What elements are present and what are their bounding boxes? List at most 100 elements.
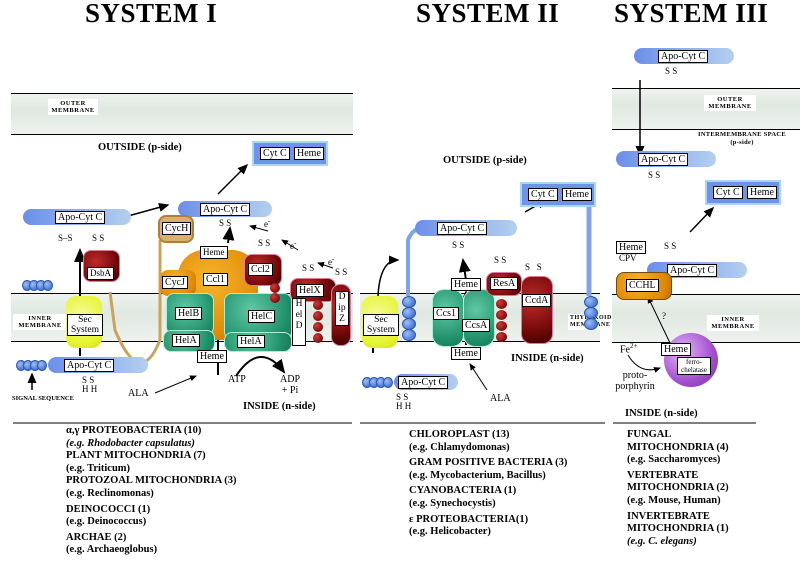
sec-system-label: Sec System xyxy=(363,314,399,336)
helx-helix-bead xyxy=(313,322,323,332)
organism-example: (e.g. Archaeoglobus) xyxy=(66,544,158,556)
system-2-inside-label: INSIDE (n-side) xyxy=(511,353,584,364)
system-2-sec-system: Sec System xyxy=(362,296,399,348)
helx-label: HelX xyxy=(296,284,324,297)
system-3-cytc-product: Cyt C Heme xyxy=(705,180,781,205)
ala-label: ALA xyxy=(128,388,149,399)
organism-group: DEINOCOCCI (1) xyxy=(66,503,151,515)
ccsa-label: CcsA xyxy=(462,319,491,332)
arrow-apo-to-cytc-1 xyxy=(217,163,249,195)
resa-helix-bead xyxy=(496,299,507,309)
dsba-label: DsbA xyxy=(87,267,115,280)
pi-label: + Pi xyxy=(281,385,299,396)
heme-label-cchl: Heme xyxy=(616,241,646,254)
s-pair: S S xyxy=(664,241,677,251)
question-mark: ? xyxy=(662,311,666,321)
signal-bead xyxy=(383,377,393,388)
system-2-outside-label: OUTSIDE (p-side) xyxy=(443,155,527,166)
system-2-title: SYSTEM II xyxy=(416,0,560,28)
hela-label: HelA xyxy=(237,335,265,348)
system-1-apo-cytc-mid: Apo-Cyt C xyxy=(178,201,272,217)
system-1-apo-cytc-outside: Apo-Cyt C xyxy=(23,209,131,225)
organism-example: (e.g. Reclinomonas) xyxy=(66,487,154,499)
cycj-protein: CycJ xyxy=(160,270,196,296)
system-1-title: SYSTEM I xyxy=(85,0,218,28)
s-pair: S S xyxy=(258,238,271,248)
organism-example: (e.g. Deinococcus) xyxy=(66,516,147,528)
system-3-apo-cytc-top: Apo-Cyt C xyxy=(634,48,734,64)
signal-bead xyxy=(37,360,47,371)
arrow-heme-up-2 xyxy=(458,258,471,281)
hela-protein-2: HelA xyxy=(224,332,292,352)
cytc-label: Cyt C xyxy=(713,186,743,199)
ccsa-protein: CcsA xyxy=(462,289,495,347)
organism-example: (e.g. C. elegans) xyxy=(627,535,697,547)
organism-example: (e.g. Mycobacterium, Bacillus) xyxy=(409,469,546,481)
apo-cytc-label: Apo-Cyt C xyxy=(55,211,106,224)
heme-label: Heme xyxy=(747,186,777,199)
s-pair: S S xyxy=(494,255,507,265)
heme-label: Heme xyxy=(200,246,228,259)
helx-helix-bead xyxy=(313,311,323,321)
apo-cytc-label: Apo-Cyt C xyxy=(437,222,488,235)
resa-helix-bead xyxy=(496,310,507,320)
resa-protein: ResA xyxy=(486,272,522,296)
adp-label: ADP xyxy=(280,374,301,385)
system-1-organism-list: α,γ PROTEOBACTERIA (10) (e.g. Rhodobacte… xyxy=(66,425,356,557)
organism-example: (e.g. Chlamydomonas) xyxy=(409,441,510,453)
system-2-organism-list: CHLOROPLAST (13) (e.g. Chlamydomonas) GR… xyxy=(409,429,609,539)
s-pair: S S xyxy=(219,218,232,228)
s-pair: S S xyxy=(665,66,678,76)
cych-protein: CycH xyxy=(158,215,194,243)
heme-label-ferro: Heme xyxy=(661,343,691,356)
resa-helix-bead xyxy=(496,321,507,331)
helc-label: HelC xyxy=(248,310,276,323)
fe2-label: Fe2+ xyxy=(620,342,638,356)
inner-membrane-label-3: INNER MEMBRANE xyxy=(707,315,759,331)
organism-group: ARCHAE (2) xyxy=(66,531,127,543)
system-1-apo-cytc-inside: Apo-Cyt C xyxy=(48,357,148,373)
cpv-label: CPV xyxy=(619,253,637,263)
organism-group: PROTOZOAL MITOCHONDRIA (3) xyxy=(66,475,237,487)
system-2-apo-cytc-inside: Apo-Cyt C xyxy=(394,374,458,390)
inner-membrane-label: INNER MEMBRANE xyxy=(13,314,67,330)
arrow-e-3 xyxy=(317,262,334,269)
blue-tether-2a xyxy=(406,226,421,296)
arrow-atp-adp xyxy=(235,355,286,377)
system-3-apo-cytc-ims: Apo-Cyt C xyxy=(616,151,716,167)
protoporphyrin-label: proto-porphyrin xyxy=(615,370,655,392)
system-3-organism-list: FUNGAL MITOCHONDRIA (4) (e.g. Saccharomy… xyxy=(627,429,757,548)
organism-example: (e.g. Synechocystis) xyxy=(409,497,496,509)
organism-group: INVERTEBRATE MITOCHONDRIA (1) xyxy=(627,510,729,535)
ferrochelatase-enzyme: ferro-chelatase xyxy=(664,333,718,387)
intermembrane-space-label: INTERMEMBRANE SPACE (p-side) xyxy=(697,131,787,146)
outer-membrane-label: OUTER MEMBRANE xyxy=(48,99,98,115)
apo-cytc-label: Apo-Cyt C xyxy=(64,359,115,372)
helb-protein: HelB xyxy=(166,293,214,335)
organism-group: VERTEBRATE MITOCHONDRIA (2) xyxy=(627,469,729,494)
apo-cytc-label: Apo-Cyt C xyxy=(398,376,449,389)
organism-example: (e.g. Mouse, Human) xyxy=(627,494,721,506)
s-pair: S S xyxy=(452,240,465,250)
dsba-protein: DsbA xyxy=(83,250,120,282)
heme-label: Heme xyxy=(562,188,592,201)
organism-group: GRAM POSITIVE BACTERIA (3) xyxy=(409,457,568,469)
cchl-protein: CCHL xyxy=(616,272,672,300)
ccda-protein: CcdA xyxy=(521,276,553,344)
resa-helix-bead xyxy=(496,332,507,342)
organism-example: (e.g. Rhodobacter capsulatus) xyxy=(66,437,195,449)
disulfide-bond-label: S–S xyxy=(58,233,73,243)
dipz-label: DipZ xyxy=(335,291,349,326)
system-2-cytc-product: Cyt C Heme xyxy=(520,182,596,207)
organism-group: α,γ PROTEOBACTERIA (10) xyxy=(66,425,202,436)
heme-label-top-2: Heme xyxy=(451,278,481,291)
dipz-protein: DipZ xyxy=(331,284,351,346)
organism-example: (e.g. Saccharomyces) xyxy=(627,454,721,466)
arrow-fe-proto xyxy=(627,354,661,373)
s-pair: S S xyxy=(92,233,105,243)
organism-group: CHLOROPLAST (13) xyxy=(409,429,510,440)
arrow-e-2 xyxy=(281,239,299,251)
organism-group: FUNGAL MITOCHONDRIA (4) xyxy=(627,429,729,453)
